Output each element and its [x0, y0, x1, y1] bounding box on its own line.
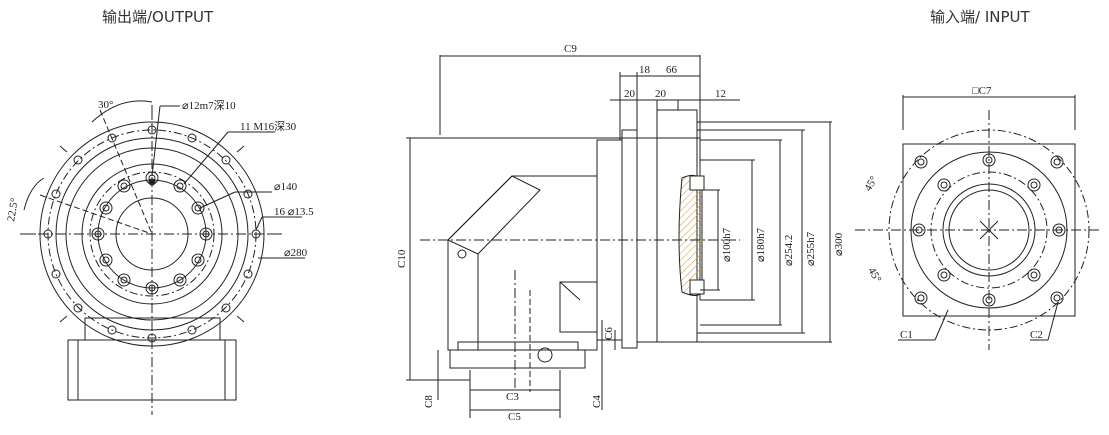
- label-c4: C4: [591, 395, 603, 408]
- label-d254: ⌀254.2: [783, 235, 795, 266]
- output-view: [20, 100, 305, 415]
- output-label-outer-holes: 16 ⌀13.5: [274, 206, 314, 218]
- label-d100: ⌀100h7: [721, 227, 733, 262]
- label-12: 12: [715, 88, 726, 100]
- flange-b: [621, 129, 638, 349]
- label-c5: C5: [508, 411, 521, 423]
- label-c8: C8: [423, 395, 435, 408]
- label-d300: ⌀300: [833, 232, 845, 256]
- input-title: 输入端/ INPUT: [930, 8, 1030, 26]
- label-20b: 20: [655, 88, 667, 100]
- label-66: 66: [666, 64, 678, 76]
- label-20a: 20: [624, 88, 636, 100]
- label-18: 18: [639, 64, 651, 76]
- side-view: [406, 55, 832, 418]
- output-dimension-labels: 30° 22.5° ⌀12m7深10 11 M16深30 ⌀140 16 ⌀13…: [5, 99, 314, 259]
- flange-c: [636, 99, 658, 343]
- label-c10: C10: [396, 249, 408, 268]
- label-c2: C2: [1030, 329, 1043, 341]
- section-hatch: [678, 174, 703, 296]
- label-c9: C9: [564, 43, 577, 55]
- label-c7: □C7: [972, 85, 992, 97]
- output-outer-holes: [43, 125, 261, 343]
- input-angle-top: 45°: [862, 174, 880, 193]
- output-angle-top: 30°: [98, 99, 113, 111]
- output-inner-holes: [91, 171, 213, 295]
- input-bolt-holes: [912, 153, 1066, 307]
- input-angle-bottom: 45°: [865, 266, 883, 285]
- label-c3: C3: [506, 391, 519, 403]
- label-c1: C1: [900, 329, 913, 341]
- base-plate: [449, 349, 586, 369]
- label-d255: ⌀255h7: [805, 231, 817, 266]
- output-label-threaded-hole: 11 M16深30: [240, 120, 297, 133]
- label-c6: C6: [603, 327, 615, 340]
- input-view: [855, 95, 1100, 350]
- label-d180: ⌀180h7: [755, 227, 767, 262]
- gearbox-body: [447, 175, 598, 351]
- side-dimension-labels: C9 C10 18 66 20 20 12 ⌀100h7 ⌀180h7 ⌀254…: [396, 43, 845, 423]
- output-label-tapped-hole: ⌀12m7深10: [182, 99, 236, 112]
- output-title: 输出端/OUTPUT: [102, 8, 214, 26]
- output-label-d140: ⌀140: [274, 181, 298, 193]
- output-angle-left: 22.5°: [5, 197, 21, 222]
- output-label-d280: ⌀280: [284, 247, 308, 259]
